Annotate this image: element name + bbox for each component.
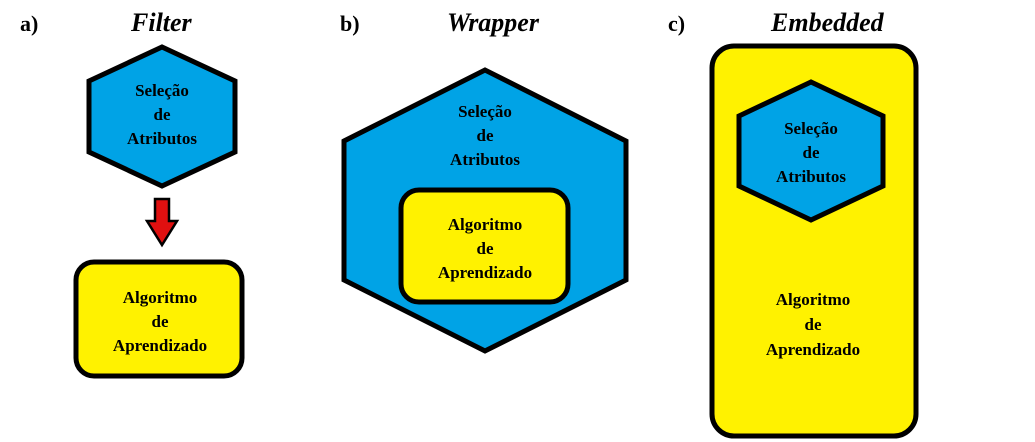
wrapper-learning-algorithm-box	[398, 187, 571, 305]
panel-title-wrapper: Wrapper	[447, 8, 540, 37]
panel-label-c: c)	[668, 11, 685, 36]
embedded-feature-selection-hexagon	[736, 79, 886, 223]
filter-learning-algorithm-box	[73, 259, 245, 379]
wrapper-feature-selection-line-2: de	[477, 126, 494, 145]
wrapper-learning-algorithm-line-1: Algoritmo	[448, 215, 523, 234]
wrapper-feature-selection-line-1: Seleção	[458, 102, 512, 121]
wrapper-learning-algorithm-line-3: Aprendizado	[438, 263, 532, 282]
filter-feature-selection-line-1: Seleção	[135, 81, 189, 100]
embedded-feature-selection-line-1: Seleção	[784, 119, 838, 138]
panel-label-b: b)	[340, 11, 360, 36]
panel-title-filter: Filter	[130, 8, 193, 37]
panel-embedded: c) Embedded Seleção de Atributos Algorit…	[668, 8, 919, 439]
panel-wrapper: b) Wrapper Seleção de Atributos Algoritm…	[340, 8, 629, 354]
filter-feature-selection-line-2: de	[154, 105, 171, 124]
panel-filter: a) Filter Seleção de Atributos Algoritmo…	[20, 8, 245, 379]
panel-title-embedded: Embedded	[770, 8, 885, 37]
embedded-feature-selection-line-2: de	[803, 143, 820, 162]
filter-learning-algorithm-line-3: Aprendizado	[113, 336, 207, 355]
embedded-learning-algorithm-line-1: Algoritmo	[776, 290, 851, 309]
filter-feature-selection-hexagon	[86, 44, 238, 189]
filter-learning-algorithm-line-1: Algoritmo	[123, 288, 198, 307]
embedded-learning-algorithm-line-2: de	[805, 315, 822, 334]
down-arrow-icon	[144, 197, 180, 248]
wrapper-learning-algorithm-line-2: de	[477, 239, 494, 258]
filter-feature-selection-line-3: Atributos	[127, 129, 197, 148]
wrapper-feature-selection-line-3: Atributos	[450, 150, 520, 169]
embedded-learning-algorithm-line-3: Aprendizado	[766, 340, 860, 359]
filter-learning-algorithm-line-2: de	[152, 312, 169, 331]
panel-label-a: a)	[20, 11, 38, 36]
embedded-feature-selection-line-3: Atributos	[776, 167, 846, 186]
